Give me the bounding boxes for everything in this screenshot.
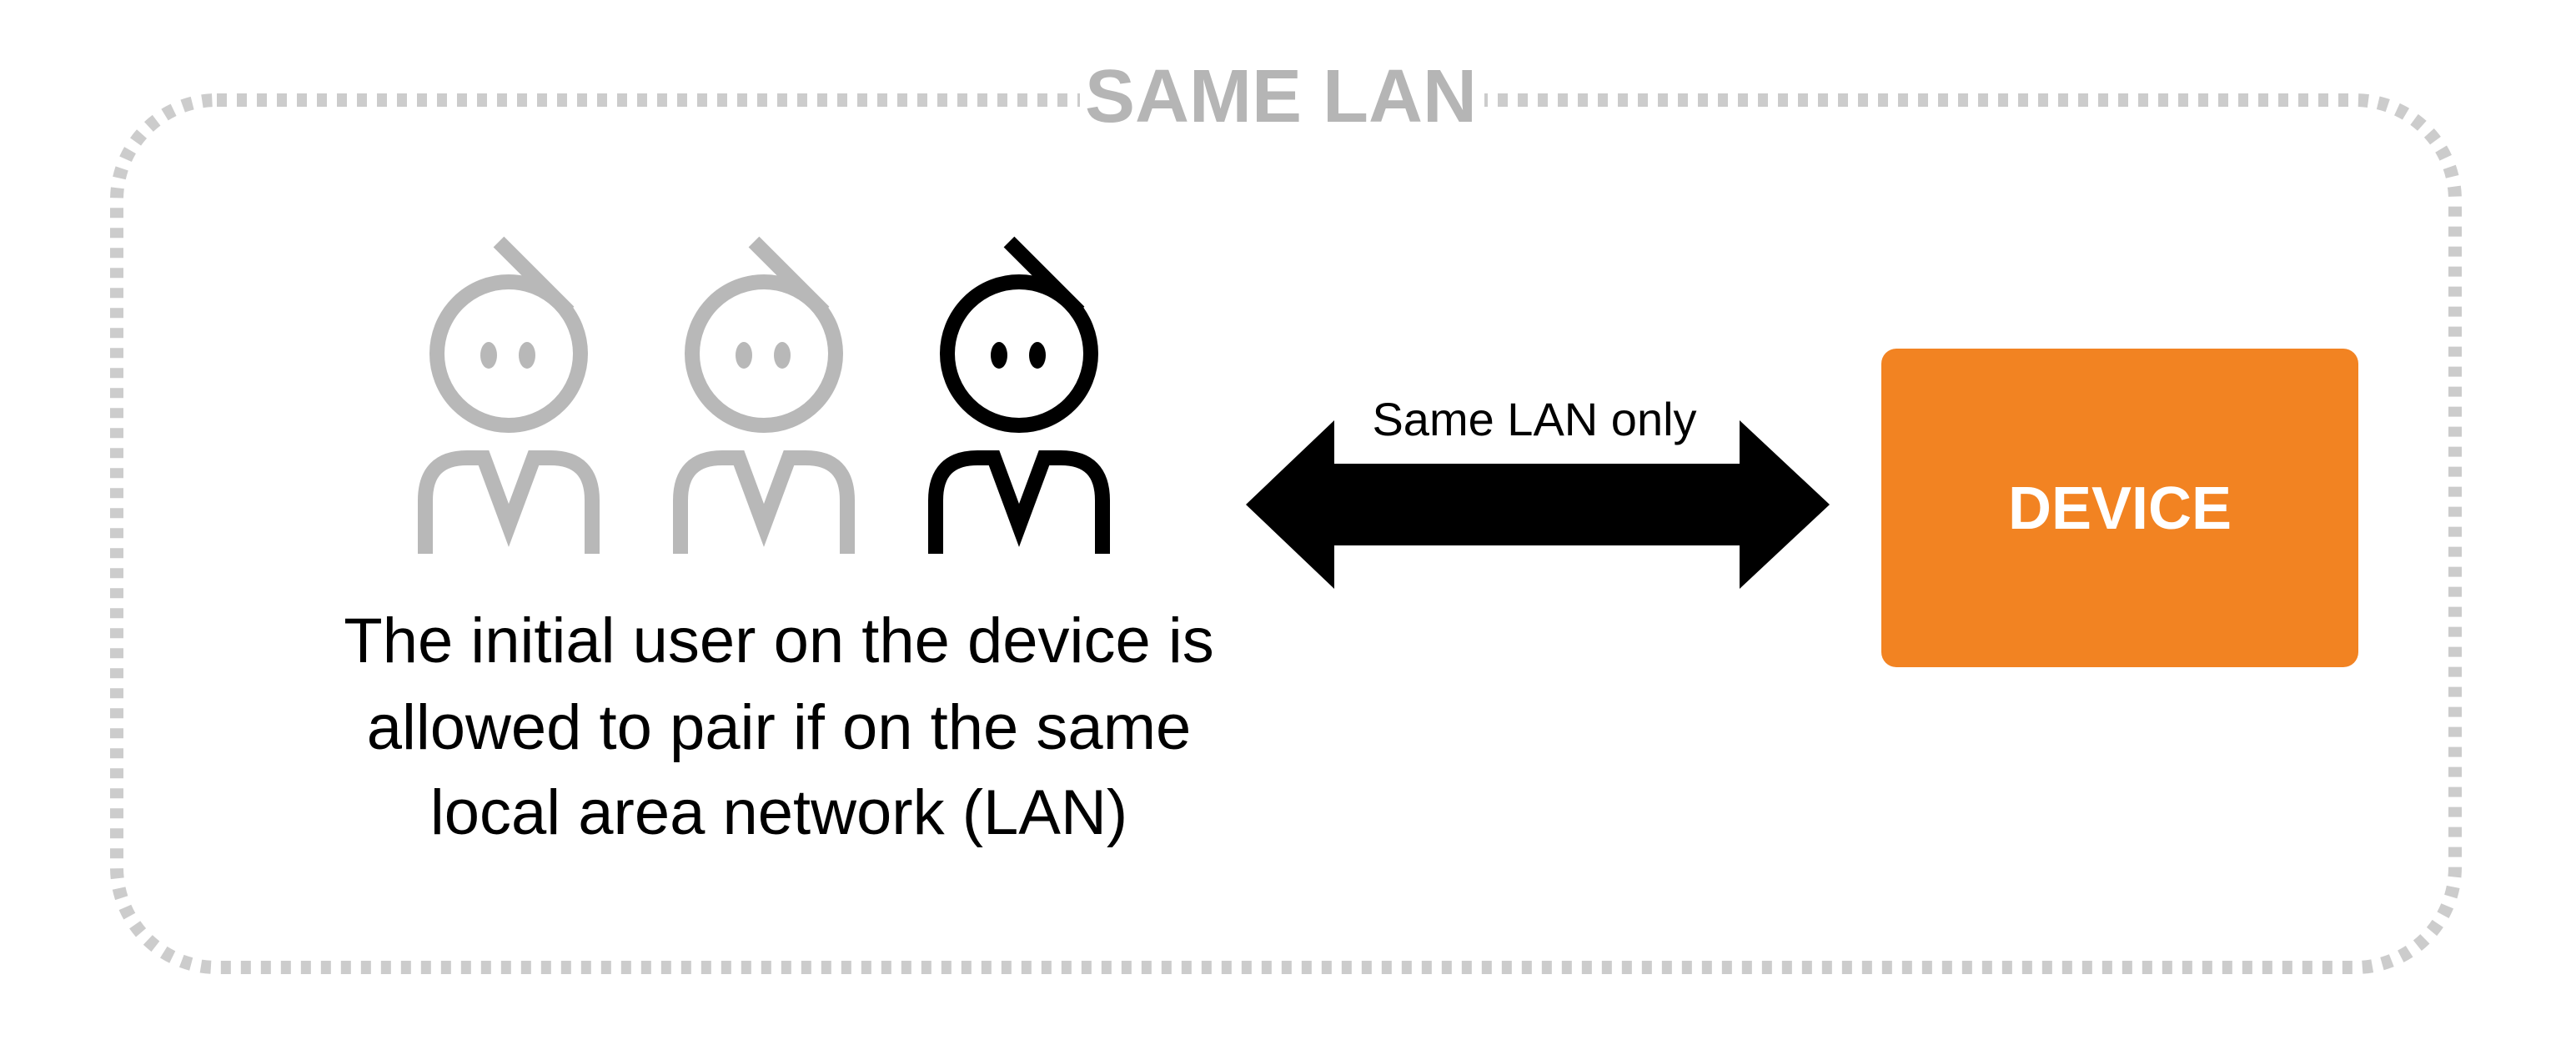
eye [736, 342, 752, 369]
device-label: DEVICE [2008, 475, 2232, 542]
double-arrow [1246, 420, 1830, 589]
caption-line-3: local area network (LAN) [430, 777, 1127, 848]
caption-line-2: allowed to pair if on the same [367, 692, 1192, 763]
eye [480, 342, 497, 369]
user-icon [673, 236, 855, 554]
body-outline [418, 450, 600, 554]
user-icon [928, 236, 1110, 554]
eye [991, 342, 1007, 369]
eye [1029, 342, 1046, 369]
connection-label: Same LAN only [1372, 393, 1696, 445]
user-icon [418, 236, 600, 554]
head-circle [685, 274, 843, 433]
caption-line-1: The initial user on the device is [344, 605, 1213, 676]
body-outline [673, 450, 855, 554]
lan-label: SAME LAN [1085, 55, 1477, 138]
body-outline [928, 450, 1110, 554]
device-box [1881, 349, 2358, 667]
eye [774, 342, 791, 369]
head-circle [429, 274, 588, 433]
head-circle [940, 274, 1098, 433]
lan-label-background [1080, 58, 1484, 142]
eye [519, 342, 535, 369]
